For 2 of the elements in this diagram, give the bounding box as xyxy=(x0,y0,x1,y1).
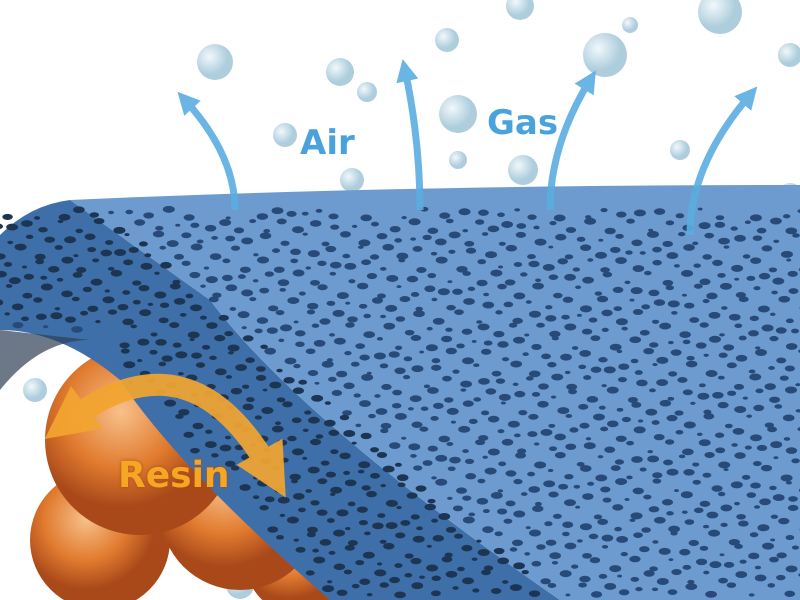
flow-label: Gas xyxy=(487,103,558,143)
flow-label: Air xyxy=(300,123,355,163)
